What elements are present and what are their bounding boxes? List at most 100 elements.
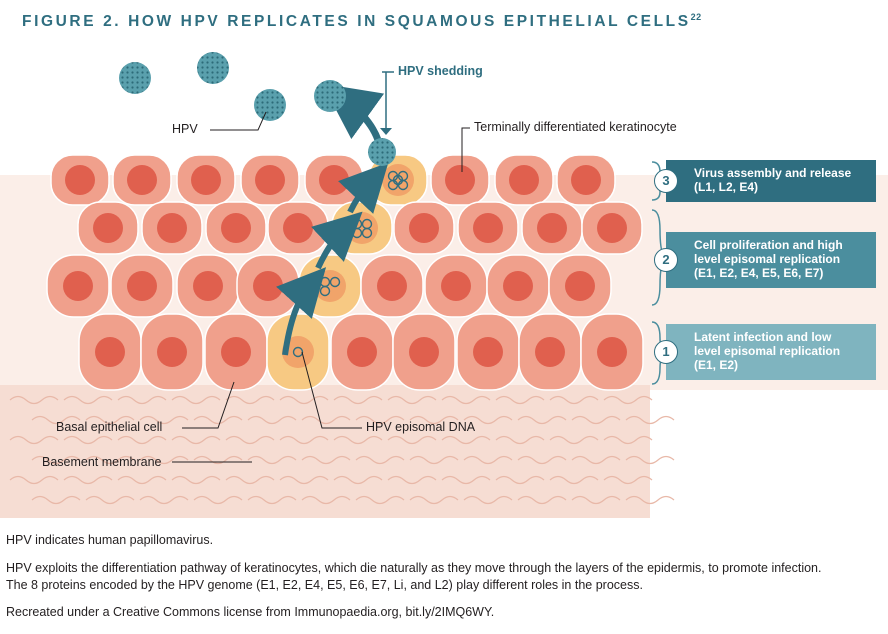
cell-nucleus [283,213,313,243]
fiber-mark [387,435,437,445]
hpv-virion-3 [254,89,286,121]
label-hpv-shedding: HPV shedding [398,64,483,78]
fiber-mark [279,475,329,485]
fiber-mark [409,415,459,425]
hpv-virion-2 [197,52,229,84]
cell-row3 [360,254,424,318]
cell-row3 [176,254,240,318]
cell-basal [580,313,644,391]
progression-arrow-2 [311,211,363,270]
label-basement-membrane: Basement membrane [42,455,162,469]
cell-nucleus [127,271,157,301]
leader-episomal-dna [301,351,362,429]
cell-row3 [486,254,550,318]
progression-arrow-3 [338,162,389,214]
cell-basal [518,313,582,391]
stage-1-line2: level episomal replication [694,344,841,358]
fiber-mark [463,495,513,505]
stage-1-box: 1 Latent infection and low level episoma… [654,324,876,380]
cell-nucleus [535,337,565,367]
figure-title-reference: 22 [690,12,702,22]
caption-source: Recreated under a Creative Commons licen… [6,605,495,619]
cell-basal [330,313,394,391]
cell-nucleus [221,213,251,243]
fiber-mark [9,435,59,445]
fiber-mark [31,455,81,465]
cell-row2 [393,201,455,255]
fiber-mark [301,495,351,505]
stage-2-box: 2 Cell proliferation and high level epis… [654,232,876,288]
cell-nucleus [221,337,251,367]
shedding-pointer-icon [380,128,392,135]
fiber-mark [117,435,167,445]
cell-nucleus [93,213,123,243]
progression-arrow-1 [276,267,327,356]
cell-row3 [110,254,174,318]
cell-row3 [236,254,300,318]
fiber-mark [139,455,189,465]
fiber-mark [225,395,275,405]
stage-1-line3: (E1, E2) [694,358,739,372]
fiber-mark [247,495,297,505]
caption-abbreviation: HPV indicates human papillomavirus. [6,533,214,547]
fiber-mark [625,415,675,425]
cell-top [304,154,364,206]
cell-row2 [77,201,139,255]
fiber-mark [117,475,167,485]
fiber-mark [409,455,459,465]
label-hpv: HPV [172,122,198,136]
fiber-mark [409,495,459,505]
fiber-mark [603,435,653,445]
cell-nucleus [565,271,595,301]
fiber-mark [9,395,59,405]
episome-icon [392,174,404,186]
cell-infected-basal [266,313,330,391]
cell-nucleus [503,271,533,301]
shedding-release-arrow [322,83,385,142]
fiber-mark [549,435,599,445]
fiber-mark [301,455,351,465]
cell-nucleus [347,337,377,367]
fiber-mark [63,435,113,445]
cell-nucleus [63,271,93,301]
hpv-virion-4 [314,80,346,112]
fiber-mark [571,415,621,425]
figure-title-text: FIGURE 2. HOW HPV REPLICATES IN SQUAMOUS… [22,13,691,31]
cell-row2 [581,201,643,255]
fiber-mark [279,435,329,445]
episome-icon [329,276,341,288]
stage-1-number: 1 [654,340,678,364]
cell-nucleus [445,165,475,195]
cell-row3 [424,254,488,318]
fiber-mark [31,495,81,505]
hpv-virion-1 [119,62,151,94]
fiber-mark [171,475,221,485]
stage-3-line2: (L1, L2, E4) [694,180,759,194]
fiber-mark [355,455,405,465]
fiber-mark [139,495,189,505]
cell-basal [392,313,456,391]
fiber-mark [517,455,567,465]
fiber-mark [193,495,243,505]
cell-row2 [267,201,329,255]
stage-3-box: 3 Virus assembly and release (L1, L2, E4… [654,160,876,202]
cell-top [176,154,236,206]
cell-row2 [141,201,203,255]
fiber-mark [193,415,243,425]
cell-basal [456,313,520,391]
fiber-mark [31,415,81,425]
fiber-mark [279,395,329,405]
cell-nucleus [314,270,346,302]
cell-nucleus [441,271,471,301]
cell-nucleus [193,271,223,301]
fiber-mark [549,395,599,405]
cell-nucleus [509,165,539,195]
cell-nucleus [473,213,503,243]
fiber-mark [463,415,513,425]
cell-row3 [548,254,612,318]
fiber-mark [387,475,437,485]
fiber-mark [571,455,621,465]
cell-basal [140,313,204,391]
fiber-mark [9,475,59,485]
cell-top [494,154,554,206]
